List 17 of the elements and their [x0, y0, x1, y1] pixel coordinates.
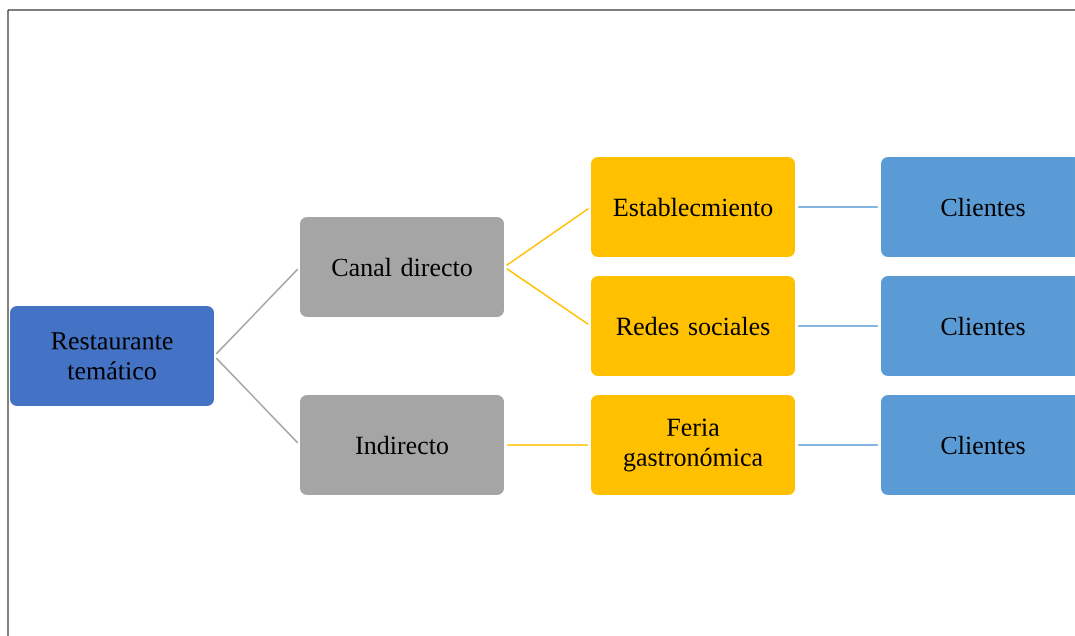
- connector-line: [797, 325, 879, 327]
- client-box: Clientes: [881, 395, 1075, 495]
- connector-line: [797, 206, 879, 208]
- channel-box: Canal directo: [300, 217, 504, 317]
- medium-box: Redes sociales: [591, 276, 795, 376]
- client-box: Clientes: [881, 157, 1075, 257]
- root-box: Restaurante temático: [10, 306, 214, 406]
- connector-line: [797, 444, 879, 446]
- connector-line: [505, 207, 590, 267]
- connector-line: [505, 267, 590, 326]
- connector-line: [506, 444, 589, 446]
- connector-line: [215, 357, 299, 444]
- client-box: Clientes: [881, 276, 1075, 376]
- connector-line: [215, 268, 299, 355]
- channel-box: Indirecto: [300, 395, 504, 495]
- medium-box: Establecmiento: [591, 157, 795, 257]
- medium-box: Feria gastronómica: [591, 395, 795, 495]
